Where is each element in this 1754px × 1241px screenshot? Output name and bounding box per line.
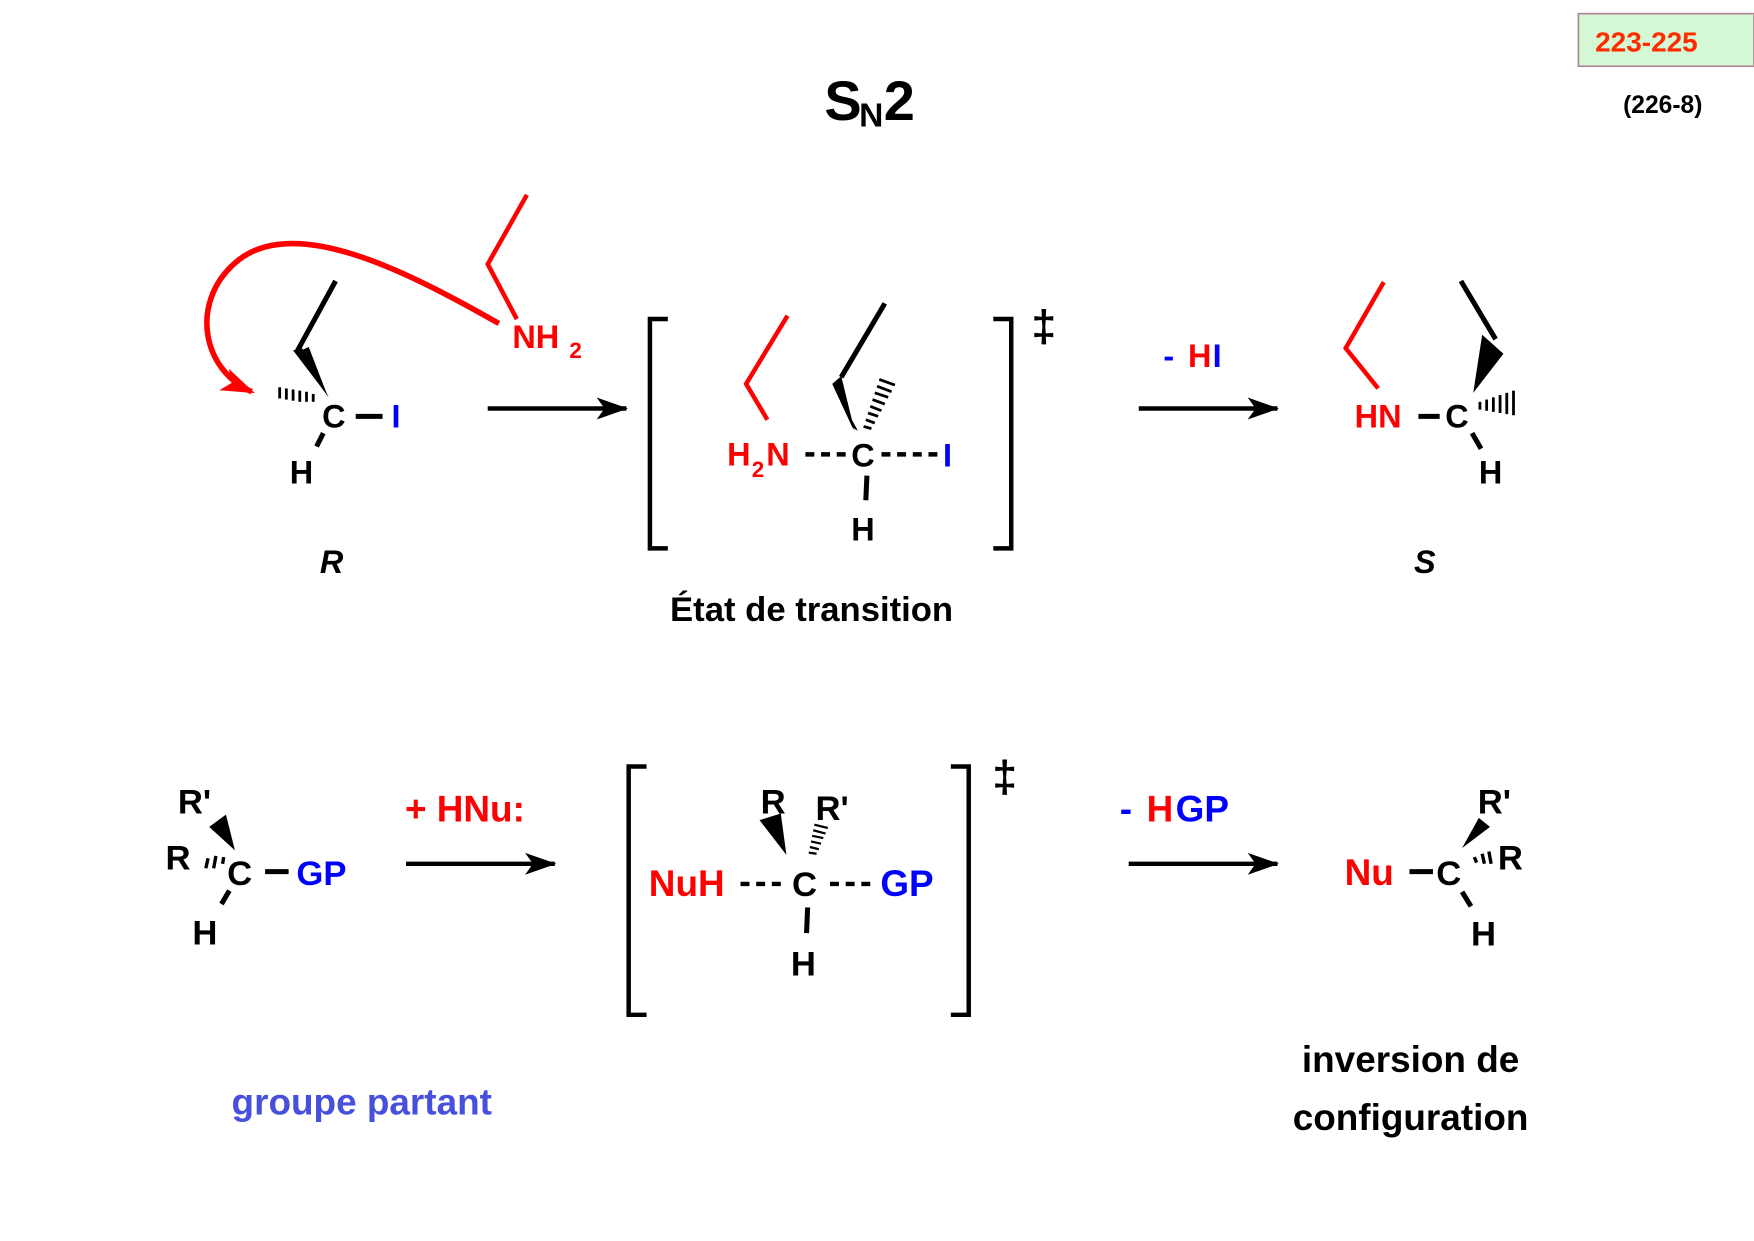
- hgp-gp-label: GP: [1176, 788, 1229, 829]
- ts-hashed-bond: [863, 378, 896, 431]
- hgp-h-label: H: [1147, 788, 1174, 829]
- ts-iodine-label: I: [943, 438, 952, 474]
- product2-r-prime-label: R': [1478, 783, 1511, 821]
- transition-state-2: ‡ R R' NuH C GP H: [626, 752, 1017, 1018]
- product-carbon-label: C: [1445, 399, 1468, 435]
- ts-carbon-label: C: [851, 438, 874, 474]
- ts2-r-prime-label: R': [815, 790, 848, 828]
- title-s: S: [824, 69, 861, 132]
- ts2-wedge-bond: [759, 813, 787, 855]
- product-wedge-bond: [1473, 334, 1504, 393]
- generic-wedge-bond: [209, 814, 235, 851]
- product-nucleophile-label: Nu: [1345, 852, 1394, 893]
- ts2-leaving-group-label: GP: [880, 863, 933, 904]
- inversion-caption-line1: inversion de: [1302, 1039, 1519, 1080]
- carbon-label: C: [322, 399, 345, 435]
- reactant-r-molecule: C I H R: [278, 279, 401, 580]
- right-bracket: [993, 316, 1014, 551]
- elimination-step-1: - H I: [1138, 338, 1280, 420]
- product2-carbon-label: C: [1436, 855, 1461, 893]
- transition-state-1: ‡ H 2 N C I H État de transition: [647, 301, 1056, 629]
- generic-hydrogen-label: H: [192, 914, 217, 952]
- ts2-hashed-bond: [808, 823, 829, 855]
- minus-sign: -: [1120, 788, 1132, 829]
- hi-i-label: I: [1213, 338, 1222, 374]
- page-reference-text: 223-225: [1595, 27, 1698, 58]
- hn-label: HN: [1355, 399, 1402, 435]
- product2-r-label: R: [1498, 839, 1523, 877]
- title-subscript-n: N: [859, 98, 883, 135]
- transition-state-caption: État de transition: [670, 589, 953, 629]
- nh-label: NH: [512, 319, 559, 355]
- product2-hashed-bond: [1472, 851, 1493, 865]
- reagent-label: + HNu:: [405, 788, 525, 829]
- iodine-label: I: [392, 399, 401, 435]
- product2-hydrogen-label: H: [1471, 915, 1496, 953]
- r-label: R: [166, 839, 191, 877]
- title-2: 2: [884, 69, 915, 132]
- ethylamine-nucleophile: NH 2: [485, 193, 582, 363]
- nh-subscript: 2: [569, 338, 581, 363]
- leaving-group-caption: groupe partant: [232, 1081, 492, 1122]
- secondary-page-reference: (226-8): [1623, 92, 1702, 119]
- right-bracket: [950, 764, 971, 1018]
- ts-hydrogen-label: H: [851, 512, 874, 548]
- configuration-label-s: S: [1414, 544, 1436, 580]
- ts2-nucleophile-label: NuH: [649, 863, 725, 904]
- configuration-label-r: R: [320, 544, 344, 580]
- inversion-caption-line2: configuration: [1293, 1097, 1529, 1138]
- generic-product: Nu C R' R H inversion de configuration: [1293, 783, 1529, 1138]
- dagger-symbol: ‡: [992, 752, 1017, 802]
- nucleophile-addition-step: + HNu:: [405, 788, 557, 875]
- leaving-group-label: GP: [296, 855, 346, 893]
- ts-h-label: H: [727, 437, 750, 473]
- product2-wedge-bond: [1462, 817, 1491, 849]
- generic-hashed-bond: [204, 855, 226, 869]
- ts2-carbon-label: C: [792, 866, 817, 904]
- dagger-symbol: ‡: [1031, 301, 1056, 351]
- generic-carbon-label: C: [227, 855, 252, 893]
- curved-arrow: [204, 240, 501, 395]
- elimination-step-2: - H GP: [1120, 788, 1280, 875]
- hydrogen-label: H: [290, 454, 313, 490]
- r-prime-label: R': [178, 783, 211, 821]
- minus-sign: -: [1163, 338, 1174, 374]
- hi-h-label: H: [1188, 338, 1211, 374]
- product-s-molecule: HN C H S: [1342, 279, 1515, 580]
- page-title: S N 2: [824, 69, 914, 135]
- hashed-bond: [278, 387, 315, 402]
- ts-h-subscript: 2: [752, 457, 764, 482]
- ts-n-label: N: [766, 437, 789, 473]
- page-reference-box: 223-225: [1577, 12, 1754, 68]
- ts2-r-label: R: [761, 783, 786, 821]
- product-hashed-bond: [1478, 390, 1515, 416]
- left-bracket: [647, 316, 668, 551]
- generic-reactant: R' R C GP H groupe partant: [166, 783, 492, 1122]
- ts2-hydrogen-label: H: [791, 946, 816, 984]
- left-bracket: [626, 764, 647, 1018]
- product-hydrogen-label: H: [1479, 454, 1502, 490]
